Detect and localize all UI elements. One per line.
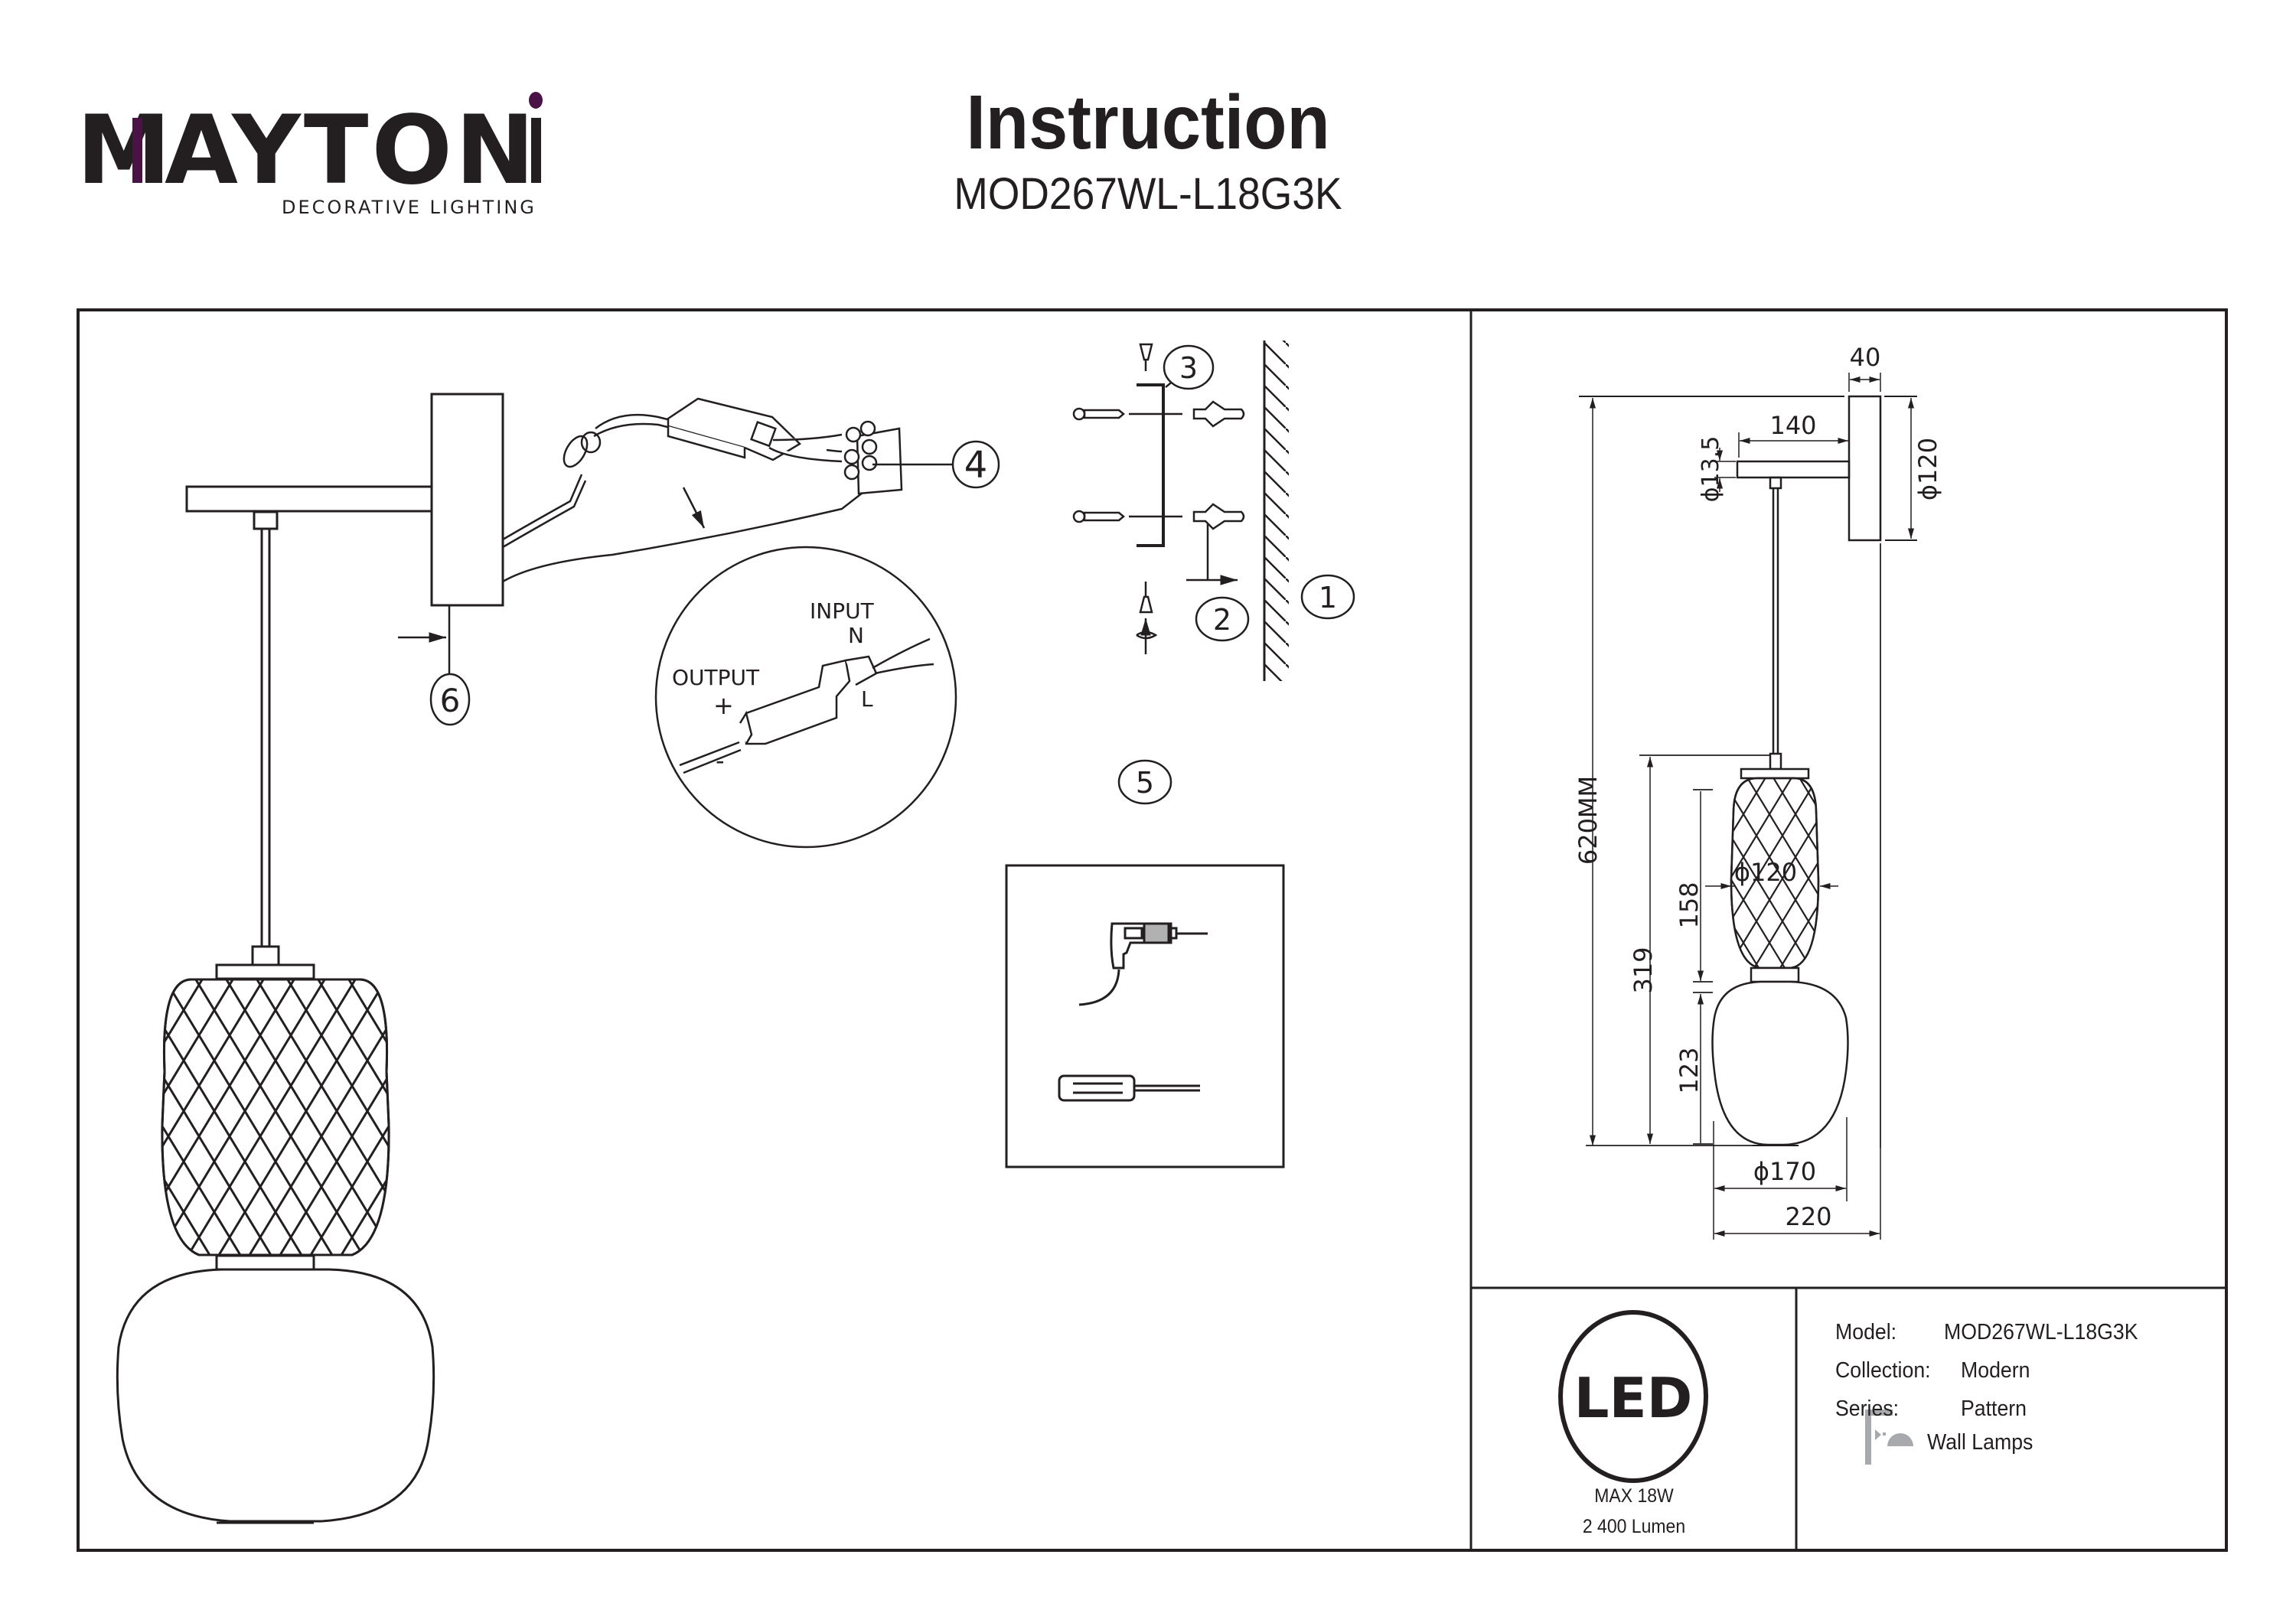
dim-arm-length: 140 — [1769, 411, 1816, 440]
svg-text:1: 1 — [1319, 581, 1337, 614]
dimension-drawing-lower — [1579, 373, 1917, 1240]
callout-1: 1 — [1300, 574, 1355, 620]
dim-base-depth: 40 — [1850, 343, 1881, 372]
callout-3: 3 — [1163, 344, 1215, 390]
dim-upper-shade-diameter: ϕ120 — [1734, 858, 1797, 887]
tools-box — [1005, 864, 1285, 1168]
wall-screw-icon — [1072, 510, 1182, 523]
terminal-block — [768, 420, 903, 495]
dim-lower-shade-height: 123 — [1675, 1047, 1704, 1093]
dim-lower-height: 319 — [1629, 947, 1658, 993]
svg-text:OUTPUT: OUTPUT — [672, 665, 760, 690]
wall-lamp-icon — [1865, 1410, 1913, 1465]
mounting-assembly — [1072, 341, 1289, 681]
svg-text:LED: LED — [1574, 1366, 1693, 1430]
spec-category-value: Wall Lamps — [1927, 1430, 2033, 1455]
sheet-frame — [77, 308, 2228, 1552]
logo-letter-m: M — [77, 96, 171, 206]
callout-4: 4 — [872, 440, 1000, 489]
dim-base-diameter: ϕ120 — [1913, 438, 1942, 500]
callout-6: 6 — [398, 605, 471, 726]
dim-arm-diameter-label: ϕ13.5 — [1698, 436, 1724, 503]
power-rating: MAX 18W — [1594, 1485, 1674, 1507]
spec-series-label: Series: — [1835, 1396, 1900, 1421]
led-badge: LED — [1558, 1310, 1708, 1483]
drill-icon — [1078, 922, 1208, 1006]
lumen-rating: 2 400 Lumen — [1582, 1516, 1686, 1537]
svg-text:5: 5 — [1136, 766, 1154, 800]
svg-text:3: 3 — [1179, 351, 1198, 385]
maytoni-logo: M AYTON DECORATIVE LIGHTING — [77, 92, 543, 218]
lamp-side-view — [116, 393, 504, 1524]
svg-text:6: 6 — [440, 682, 461, 719]
spec-collection-label: Collection: — [1835, 1358, 1931, 1383]
svg-text:-: - — [716, 746, 725, 775]
logo-dot — [529, 92, 543, 109]
callout-2: 2 — [1195, 596, 1250, 642]
spec-model-label: Model: — [1835, 1320, 1897, 1344]
wall-screw-icon — [1072, 407, 1182, 421]
wall-plug-icon — [1192, 503, 1245, 530]
dim-total-height: 620MM — [1574, 776, 1603, 865]
dim-lower-shade-diameter: ϕ170 — [1753, 1157, 1816, 1186]
logo-accent-bar — [132, 118, 142, 183]
svg-text:+: + — [713, 691, 734, 720]
svg-text:4: 4 — [964, 444, 988, 487]
page-title: Instruction — [966, 80, 1330, 165]
dim-total-depth: 220 — [1785, 1202, 1831, 1231]
logo-letters: AYTON — [165, 96, 538, 206]
svg-text:N: N — [848, 623, 864, 648]
page-model: MOD267WL-L18G3K — [954, 169, 1342, 219]
screwdriver-icon — [1058, 1074, 1200, 1102]
callout-5: 5 — [1117, 759, 1172, 805]
svg-text:2: 2 — [1213, 603, 1231, 637]
spec-model-value: MOD267WL-L18G3K — [1944, 1320, 2138, 1344]
logo-tagline: DECORATIVE LIGHTING — [282, 197, 536, 218]
wires — [502, 413, 877, 583]
svg-text:INPUT: INPUT — [810, 598, 875, 624]
upper-shade-pattern-right — [1730, 777, 1820, 970]
dimension-labels: 40 140 ϕ13.5 ϕ13.5 ϕ120 620MM 319 158 12… — [1574, 343, 1942, 1231]
wall-plug-icon — [1192, 400, 1245, 428]
dim-upper-shade-height: 158 — [1675, 882, 1704, 928]
driver-detail: INPUT N L OUTPUT + - — [654, 487, 957, 849]
spec-series-value: Pattern — [1961, 1396, 2027, 1421]
spec-collection-value: Modern — [1961, 1358, 2030, 1383]
svg-text:L: L — [861, 686, 873, 712]
